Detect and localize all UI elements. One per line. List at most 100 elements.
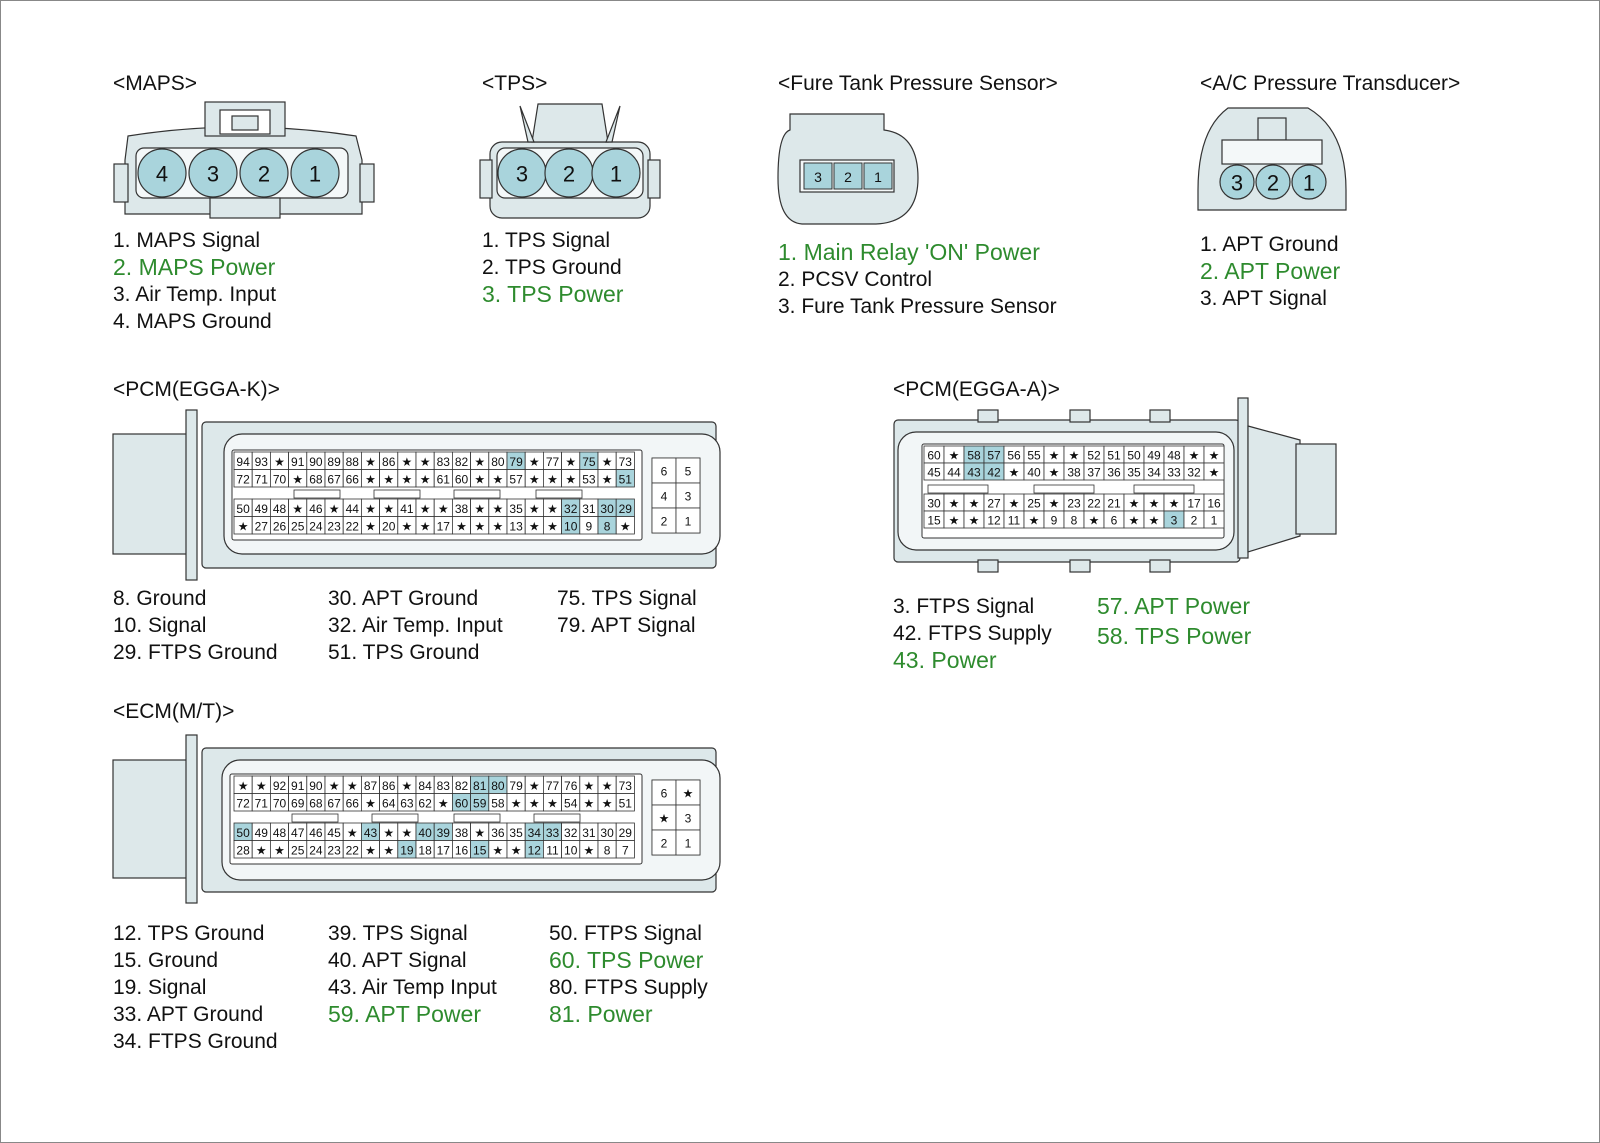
ecm-pin-label: ★	[511, 843, 522, 857]
ecm-pin-label: 62	[418, 796, 432, 810]
pcm-k-legend-item: 10. Signal	[113, 614, 207, 637]
pcm-k-pin-label: ★	[420, 502, 431, 516]
pcm-k-pin-label: ★	[547, 502, 558, 516]
pcm-k-pin-label: 57	[509, 472, 523, 486]
pcm-a-pin-label: 25	[1027, 497, 1041, 511]
maps-pin-label: 1	[309, 162, 321, 187]
ecm-pin-label: 15	[473, 843, 487, 857]
pcm-a-pin-label: 50	[1127, 449, 1141, 463]
pcm-k-pin-label: 68	[309, 472, 323, 486]
ecm-pin-label: 71	[255, 796, 269, 810]
ecm-pin-label: 34	[528, 826, 542, 840]
ecm-pin-label: 40	[418, 826, 432, 840]
ecm-pin	[615, 840, 635, 859]
ecm-pin-label: 28	[236, 843, 250, 857]
pcm-k-pin-label: 71	[255, 472, 269, 486]
ecm-pin-label: 24	[309, 843, 323, 857]
pcm-k-pin-label: 51	[619, 472, 633, 486]
ecm-pin-label: 8	[604, 843, 611, 857]
pcm-k-pin-label: ★	[383, 502, 394, 516]
pcm-k-pin-label: 90	[309, 455, 323, 469]
pcm-a-pin-label: 22	[1087, 497, 1101, 511]
ecm-pin-label: 87	[364, 779, 378, 793]
pcm-a-pin-label: 2	[1191, 514, 1198, 528]
pcm-a-pin-label: ★	[949, 514, 960, 528]
pcm-k-pin-label: 88	[346, 455, 360, 469]
pcm-k-aux-pin	[651, 457, 677, 484]
pcm-a-key-slot	[927, 484, 989, 494]
ecm-pin-label: 17	[437, 843, 451, 857]
pcm-a-pin-label: 49	[1147, 449, 1161, 463]
pcm-k-pin-label: ★	[474, 455, 485, 469]
pcm-k-pin-label: ★	[529, 472, 540, 486]
ecm-pin-label: ★	[529, 779, 540, 793]
maps-pin-label: 2	[258, 162, 270, 187]
ecm-pin-label: 19	[400, 843, 414, 857]
pcm-a-key-slot	[1133, 484, 1195, 494]
ecm-pin-label: 11	[546, 843, 559, 857]
maps-pin	[188, 148, 238, 198]
ecm-pin-label: 48	[273, 826, 287, 840]
ecm-pin-label: 10	[564, 843, 578, 857]
tps-pin-label: 1	[610, 162, 622, 187]
pcm-k-pin-label: 20	[382, 519, 396, 533]
ecm-pin-label: 64	[382, 796, 396, 810]
pcm-a-pin-label: 9	[1051, 514, 1058, 528]
pcm-k-aux-pin	[675, 457, 701, 484]
pcm-k-pin-label: 24	[309, 519, 323, 533]
ecm-pin-label: 32	[564, 826, 578, 840]
ecm-pin-label: 67	[327, 796, 341, 810]
pcm-a-pin-label: ★	[1209, 466, 1220, 480]
pcm-k-legend-col2: 30. APT Ground 32. Air Temp. Input 51. T…	[328, 585, 503, 666]
ecm-legend-item: 80. FTPS Supply	[549, 976, 708, 999]
ecm-pin-label: 49	[255, 826, 269, 840]
ecm-legend-item: 12. TPS Ground	[113, 922, 265, 945]
ecm-pin-label: 80	[491, 779, 505, 793]
maps-legend-3: 3. Air Temp. Input	[113, 283, 277, 306]
ecm-pin-label: ★	[474, 826, 485, 840]
pcm-a-legend-item: 58. TPS Power	[1097, 623, 1252, 649]
ecm-aux-pin-label: 1	[685, 837, 692, 851]
pcm-k-pin-label: ★	[383, 472, 394, 486]
ecm-pin-label: 82	[455, 779, 469, 793]
ftps-legend-2: 2. PCSV Control	[778, 268, 933, 291]
pcm-k-pin-label: 17	[437, 519, 451, 533]
pcm-k-pin-label: ★	[292, 472, 303, 486]
ecm-pin-label: 83	[437, 779, 451, 793]
pcm-k-pin-label: ★	[402, 519, 413, 533]
pcm-a-title: <PCM(EGGA-A)>	[893, 378, 1060, 401]
pcm-a-pin-label: 55	[1027, 449, 1041, 463]
pcm-k-legend-item: 29. FTPS Ground	[113, 641, 278, 664]
pcm-a-pin-label: 3	[1171, 514, 1178, 528]
tps-pin	[591, 148, 641, 198]
pcm-k-pin-label: ★	[365, 472, 376, 486]
pcm-a-pin	[1203, 462, 1225, 481]
ftps-pin-label: 2	[844, 169, 852, 185]
maps-legend-2: 2. MAPS Power	[113, 254, 276, 280]
pcm-k-pin-label: ★	[602, 472, 613, 486]
pcm-k-pin-label: 23	[327, 519, 341, 533]
pcm-k-pin-label: 91	[291, 455, 305, 469]
ecm-legend-item: 60. TPS Power	[549, 947, 704, 973]
pcm-a-pin-label: ★	[1149, 497, 1160, 511]
ecm-pin-label: 73	[619, 779, 633, 793]
pcm-k-pin-label: 53	[582, 472, 596, 486]
ecm-pin-label: 39	[437, 826, 451, 840]
ftps-pin	[803, 162, 833, 190]
pcm-a-pin-label: 42	[987, 466, 1001, 480]
apt-pin	[1219, 164, 1255, 200]
ecm-pin-label: ★	[602, 796, 613, 810]
ecm-pin-label: 18	[418, 843, 432, 857]
ecm-key-slot	[453, 813, 501, 823]
pcm-k-pin-label: 83	[437, 455, 451, 469]
pcm-k-pin-label: 72	[236, 472, 250, 486]
pcm-k-pin-label: ★	[365, 519, 376, 533]
pcm-k-pin-label: 35	[509, 502, 523, 516]
pcm-a-pin-label: ★	[1209, 449, 1220, 463]
pcm-k-pin-label: ★	[493, 502, 504, 516]
pcm-k-legend-col3: 75. TPS Signal 79. APT Signal	[557, 585, 697, 639]
pcm-k-aux-pin-label: 6	[661, 465, 668, 479]
pcm-a-pin-label: 43	[967, 466, 981, 480]
pcm-a-legend-col2: 57. APT Power 58. TPS Power	[1097, 591, 1251, 651]
ecm-pin	[615, 793, 635, 812]
